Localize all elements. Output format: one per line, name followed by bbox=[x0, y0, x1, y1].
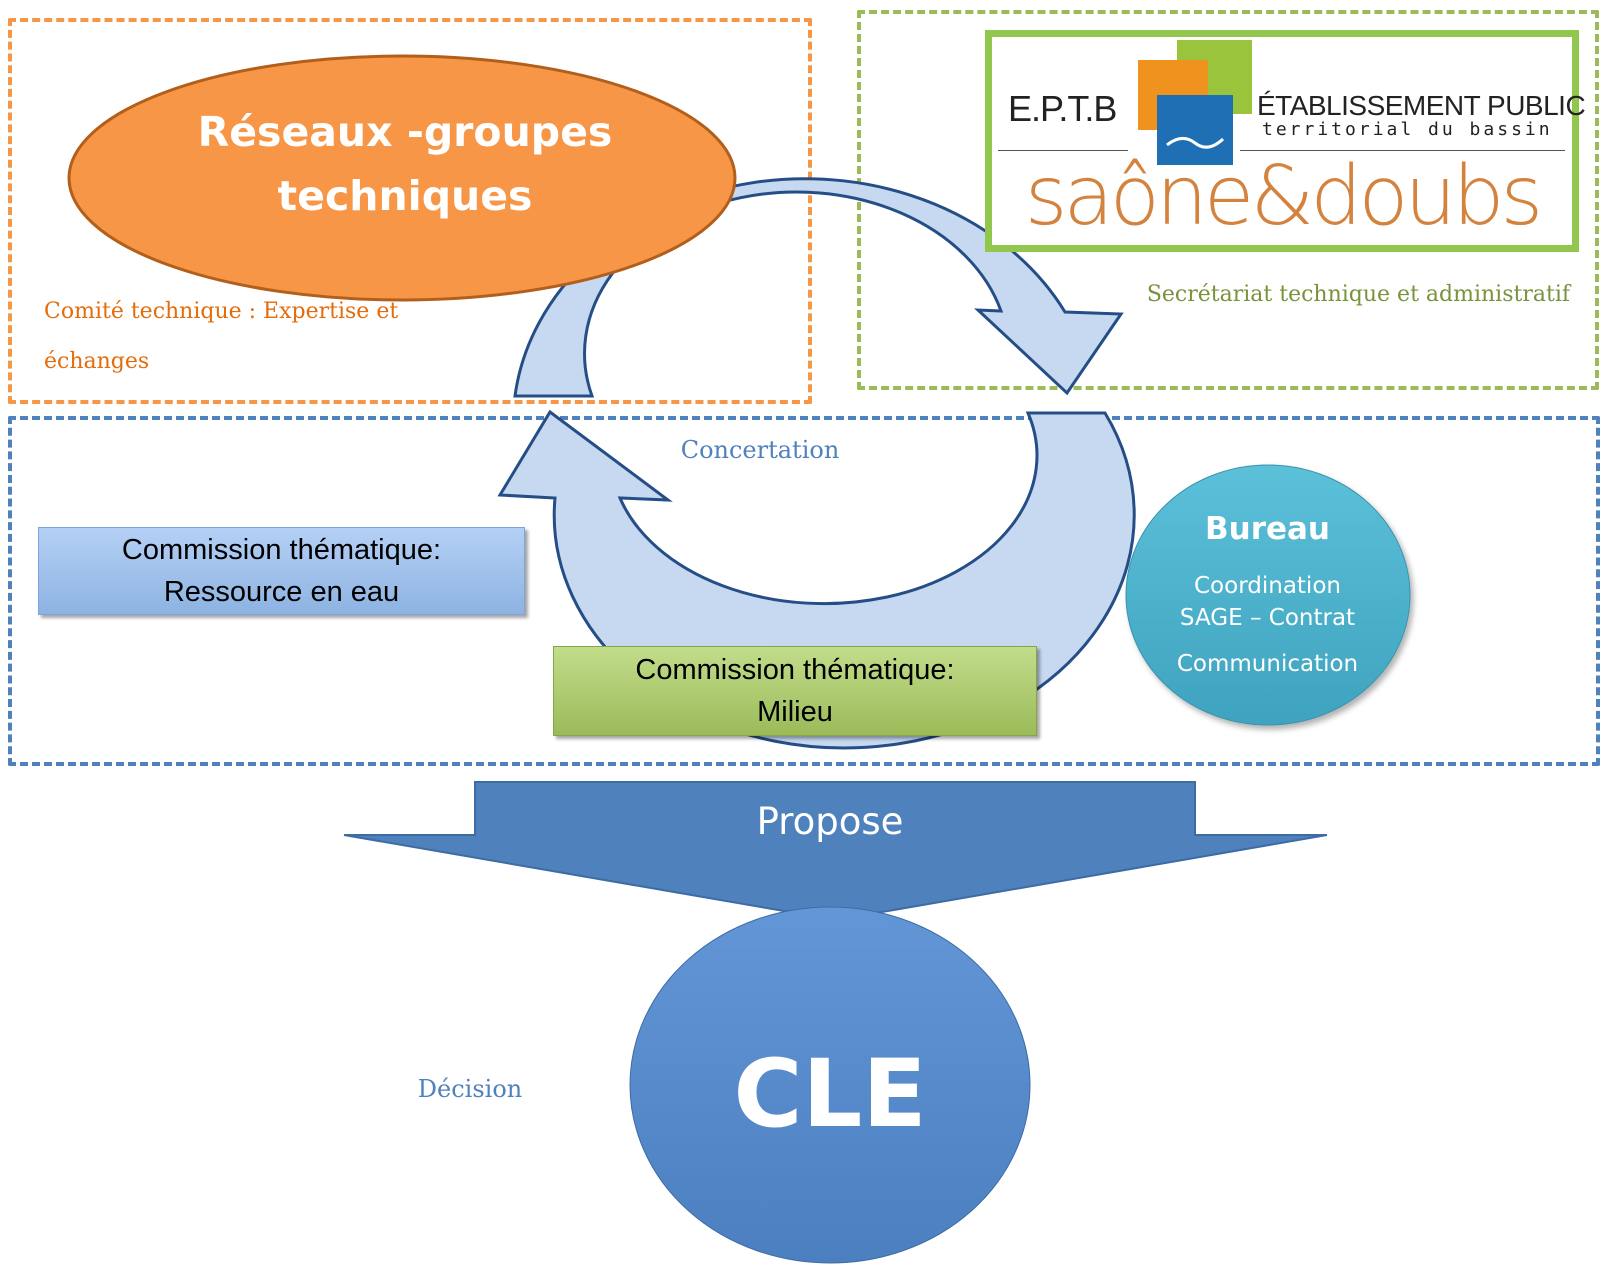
bureau-line-communication: Communication bbox=[1176, 651, 1359, 677]
zone-comite-technique bbox=[8, 18, 812, 404]
comite-technique-label: Comité technique : Expertise et échanges bbox=[44, 299, 399, 374]
bureau-line-sage-contrat: SAGE – Contrat bbox=[1179, 605, 1356, 631]
commission-milieu-line1: Commission thématique: bbox=[635, 654, 955, 686]
bureau-title: Bureau bbox=[1205, 511, 1330, 547]
zone-concertation bbox=[8, 416, 1600, 766]
logo-wave-icon bbox=[1166, 137, 1225, 149]
logo-square-blue bbox=[1157, 95, 1233, 165]
bureau-ellipse bbox=[1125, 464, 1411, 726]
reseaux-title: Réseaux -groupes techniques bbox=[197, 108, 613, 220]
logo-rule-left bbox=[998, 150, 1128, 151]
logo-etablissement-text: ÉTABLISSEMENT PUBLIC bbox=[1257, 90, 1586, 121]
propose-label: Propose bbox=[756, 800, 904, 843]
cle-label: CLE bbox=[733, 1040, 927, 1149]
commission-milieu-line2: Milieu bbox=[757, 696, 833, 728]
logo-saone-doubs-text: saône&doubs bbox=[1024, 149, 1543, 244]
propose-arrow bbox=[343, 781, 1328, 922]
logo-eptb-text: E.P.T.B bbox=[1008, 88, 1117, 129]
commission-ressource-en-eau: Commission thématique: Ressource en eau bbox=[38, 527, 525, 615]
bureau-line-coordination: Coordination bbox=[1194, 573, 1341, 599]
commission-eau-line2: Ressource en eau bbox=[163, 576, 400, 608]
logo-territorial-text: territorial du bassin bbox=[1262, 119, 1553, 140]
logo-rule-right bbox=[1240, 150, 1565, 151]
secretariat-label: Secrétariat technique et administratif bbox=[1146, 282, 1570, 307]
cle-circle bbox=[629, 906, 1031, 1264]
reseaux-ellipse bbox=[67, 54, 737, 302]
eptb-logo bbox=[985, 30, 1579, 252]
decision-label: Décision bbox=[417, 1075, 523, 1103]
commission-milieu: Commission thématique: Milieu bbox=[553, 646, 1037, 736]
commission-eau-line1: Commission thématique: bbox=[121, 534, 442, 566]
concertation-label: Concertation bbox=[680, 436, 840, 464]
